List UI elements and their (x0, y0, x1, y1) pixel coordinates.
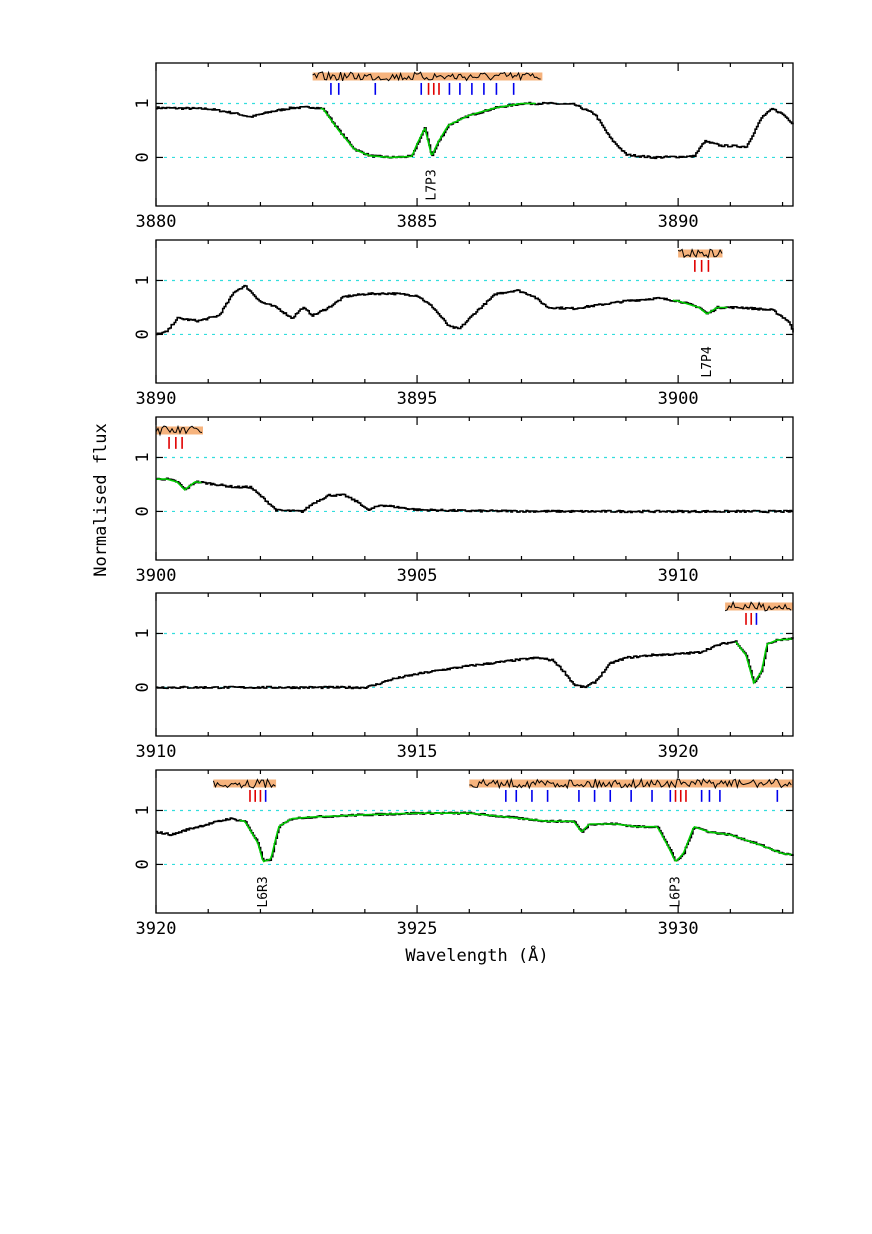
x-tick-label: 3895 (397, 389, 438, 409)
residual-band (312, 72, 543, 81)
transition-label: L6R3 (256, 876, 271, 907)
x-tick-label: 3880 (136, 212, 177, 232)
x-tick-label: 3920 (658, 742, 699, 762)
model-fit-line (156, 478, 202, 491)
model-fit-line (320, 102, 536, 159)
panel-frame (155, 62, 794, 207)
residual-trace (677, 248, 723, 259)
spectrum-line (156, 811, 794, 862)
residual-trace (212, 777, 276, 789)
y-tick-label: 1 (133, 275, 153, 285)
residual-trace (155, 424, 203, 437)
spectrum-panel-5: L6R3 L6P3 3920 3925 3930 0 1 (133, 769, 794, 939)
spectrum-line (156, 284, 794, 336)
spectrum-panel-3: 3900 3905 3910 0 1 (133, 416, 794, 586)
transition-label: L7P3 (425, 169, 440, 200)
x-axis-label: Wavelength (Å) (405, 944, 548, 966)
model-fit-line (734, 638, 792, 685)
y-tick-label: 1 (133, 98, 153, 108)
y-tick-label: 1 (133, 628, 153, 638)
y-tick-label: 1 (133, 805, 153, 815)
y-tick-label: 1 (133, 452, 153, 462)
transition-label: L6P3 (669, 876, 684, 907)
x-tick-label: 3905 (397, 566, 438, 586)
residual-trace (469, 777, 792, 790)
y-tick-label: 0 (133, 859, 153, 869)
spectrum-line (156, 101, 794, 160)
panel-frame (155, 416, 794, 561)
residual-band (213, 779, 277, 788)
model-fit-line (239, 812, 792, 863)
x-tick-label: 3915 (397, 742, 438, 762)
x-tick-label: 3900 (136, 566, 177, 586)
x-tick-label: 3900 (658, 389, 699, 409)
panel-frame (155, 769, 794, 914)
y-tick-label: 0 (133, 329, 153, 339)
spectrum-panel-1: L7P3 3880 3885 3890 0 1 (133, 62, 794, 232)
x-tick-label: 3890 (136, 389, 177, 409)
spectrum-line (156, 637, 794, 690)
residual-trace (312, 70, 541, 82)
residual-trace (724, 600, 792, 612)
x-tick-label: 3930 (658, 919, 699, 939)
x-tick-label: 3910 (136, 742, 177, 762)
y-tick-label: 0 (133, 506, 153, 516)
residual-band (725, 602, 793, 611)
x-tick-label: 3890 (658, 212, 699, 232)
y-tick-label: 0 (133, 152, 153, 162)
spectrum-panel-2: L7P4 3890 3895 3900 0 1 (133, 239, 794, 409)
model-fit-line (672, 299, 728, 315)
y-tick-label: 0 (133, 682, 153, 692)
x-tick-label: 3920 (136, 919, 177, 939)
residual-band (469, 779, 793, 788)
spectrum-line (156, 477, 793, 514)
spectrum-panel-4: 3910 3915 3920 0 1 (133, 592, 794, 762)
transition-label: L7P4 (700, 346, 715, 377)
panel-frame (155, 239, 794, 384)
x-tick-label: 3885 (397, 212, 438, 232)
x-tick-label: 3925 (397, 919, 438, 939)
residual-band (678, 249, 723, 258)
panel-frame (155, 592, 794, 737)
y-axis-label: Normalised flux (91, 423, 111, 577)
x-tick-label: 3910 (658, 566, 699, 586)
